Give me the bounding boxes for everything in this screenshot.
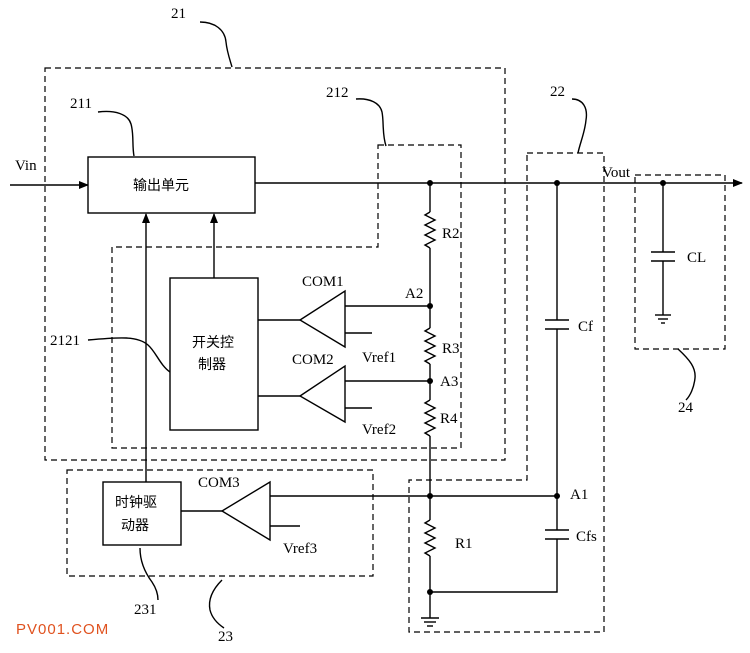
label-a2: A2: [405, 286, 423, 302]
label-cl: CL: [687, 250, 706, 266]
node-r2-top: [427, 180, 433, 186]
switch-controller-label-2: 制器: [198, 357, 226, 373]
leader-2121: [87, 337, 171, 373]
ground-symbol-cl: [655, 314, 671, 324]
switch-controller-box: [169, 277, 259, 431]
ground-symbol-r1: [421, 617, 439, 627]
label-a1: A1: [570, 487, 588, 503]
node-cfs-bottom: [427, 589, 433, 595]
label-cf: Cf: [578, 319, 593, 335]
label-22: 22: [550, 84, 565, 100]
node-cf-top: [554, 180, 560, 186]
leader-23: [208, 579, 225, 629]
leader-21: [199, 21, 233, 68]
watermark: PV001.COM: [16, 621, 109, 638]
label-vref1: Vref1: [362, 350, 396, 366]
label-r2: R2: [442, 226, 460, 242]
label-r4: R4: [440, 411, 458, 427]
label-r1: R1: [455, 536, 473, 552]
label-cfs: Cfs: [576, 529, 597, 545]
label-231: 231: [134, 602, 157, 618]
clock-driver-box: [102, 481, 182, 546]
comparator-com1: [258, 289, 430, 349]
clock-driver-label-2: 动器: [121, 518, 149, 534]
label-r3: R3: [442, 341, 460, 357]
comparator-com3: [181, 480, 300, 542]
wire-cfs-bottom: [430, 539, 558, 593]
output-unit-box: [87, 156, 256, 214]
capacitor-cl: [651, 251, 675, 262]
node-a1-left: [427, 493, 433, 499]
capacitor-cfs: [545, 529, 569, 540]
resistor-r4: [423, 399, 437, 437]
label-com3: COM3: [198, 475, 240, 491]
label-com2: COM2: [292, 352, 334, 368]
leader-24: [677, 348, 696, 401]
leader-211: [97, 110, 135, 157]
label-23: 23: [218, 629, 233, 645]
label-vin: Vin: [15, 158, 37, 174]
clock-driver-label-1: 时钟驱: [115, 494, 157, 511]
label-211: 211: [70, 96, 92, 112]
comparator-com2: [258, 364, 430, 424]
output-unit-label: 输出单元: [133, 178, 189, 194]
resistor-r1: [423, 519, 437, 557]
leader-231: [139, 547, 159, 601]
label-a3: A3: [440, 374, 458, 390]
block-22-boundary: [408, 152, 605, 633]
block-21-boundary: [44, 67, 506, 461]
label-212: 212: [326, 85, 349, 101]
label-vout: Vout: [602, 165, 631, 181]
label-21: 21: [171, 6, 186, 22]
label-vref2: Vref2: [362, 422, 396, 438]
label-com1: COM1: [302, 274, 344, 290]
leader-212: [355, 98, 387, 147]
resistor-r2: [423, 211, 437, 249]
resistor-r3: [423, 327, 437, 365]
node-a1: [554, 493, 560, 499]
switch-controller-label-1: 开关控: [192, 335, 234, 351]
label-2121: 2121: [50, 333, 80, 349]
leader-22: [571, 98, 588, 154]
block-24-boundary: [634, 174, 726, 350]
label-vref3: Vref3: [283, 541, 317, 557]
capacitor-cf: [545, 319, 569, 330]
block-212-boundary: [111, 144, 462, 449]
node-cl-top: [660, 180, 666, 186]
block-23-boundary: [66, 469, 374, 577]
label-24: 24: [678, 400, 694, 416]
